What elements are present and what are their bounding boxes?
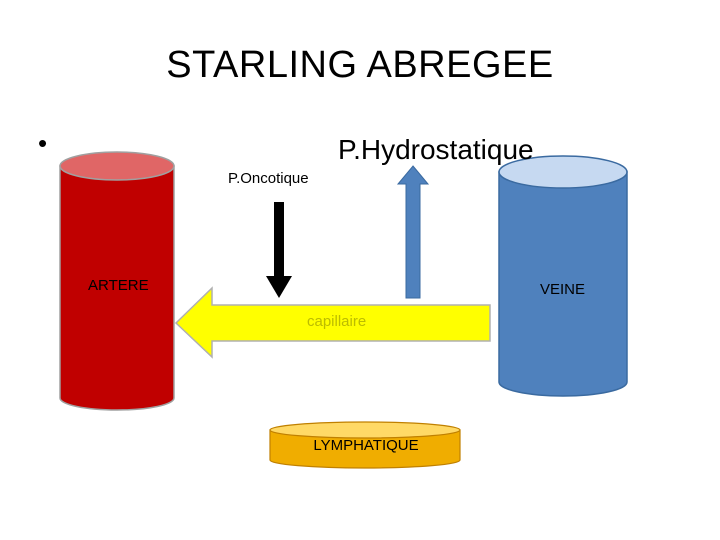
artery-cylinder: [59, 151, 175, 411]
lymphatic-label: LYMPHATIQUE: [313, 437, 419, 454]
capillary-arrow: [174, 286, 491, 359]
artery-label: ARTERE: [88, 277, 149, 294]
hydrostatic-pressure-label: P.Hydrostatique: [338, 134, 534, 165]
lymphatic-disc: [269, 421, 461, 469]
page-title: STARLING ABREGEE: [166, 44, 554, 86]
vein-label: VEINE: [540, 281, 586, 298]
bullet-point: •: [38, 128, 48, 158]
vein-cylinder: [498, 155, 628, 397]
capillary-label: capillaire: [307, 313, 367, 330]
hydrostatic-arrow: [396, 165, 430, 299]
oncotic-arrow: [266, 202, 292, 298]
oncotic-pressure-label: P.Oncotique: [228, 170, 309, 187]
